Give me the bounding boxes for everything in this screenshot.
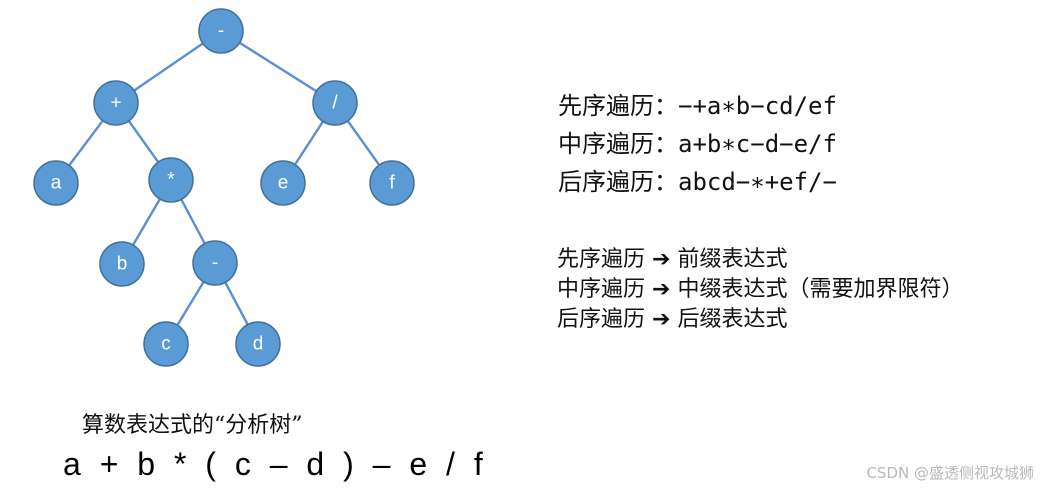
tree-node-label: / bbox=[332, 93, 338, 114]
tree-node-circle bbox=[143, 321, 189, 367]
tree-node: c bbox=[143, 321, 189, 367]
preorder-line: 先序遍历：−+a∗b−cd/ef bbox=[558, 86, 837, 121]
inorder-line: 中序遍历：a+b∗c−d−e/f bbox=[558, 124, 837, 159]
tree-node-circle bbox=[99, 241, 145, 287]
tree-node-label: d bbox=[253, 334, 264, 355]
tree-node-label: + bbox=[110, 93, 121, 114]
tree-node-circle bbox=[260, 160, 306, 206]
tree-edges bbox=[55, 29, 393, 345]
mapping-preorder-to: 前缀表达式 bbox=[677, 247, 788, 272]
arrow-right-icon: ➔ bbox=[652, 277, 671, 302]
tree-node: / bbox=[312, 80, 358, 126]
arithmetic-expression: a + b * ( c – d ) – e / f bbox=[63, 446, 487, 482]
inorder-value: a+b∗c−d−e/f bbox=[678, 130, 837, 158]
tree-node: - bbox=[198, 8, 244, 54]
arrow-right-icon: ➔ bbox=[652, 307, 671, 332]
tree-node: e bbox=[260, 160, 306, 206]
mapping-postorder: 后序遍历 ➔ 后缀表达式 bbox=[557, 301, 787, 333]
preorder-value: −+a∗b−cd/ef bbox=[678, 92, 837, 120]
mapping-postorder-from: 后序遍历 bbox=[557, 307, 646, 332]
tree-node-circle bbox=[369, 160, 415, 206]
tree-node-label: a bbox=[51, 173, 62, 194]
tree-node: + bbox=[93, 80, 139, 126]
mapping-postorder-to: 后缀表达式 bbox=[677, 307, 788, 332]
tree-node-label: * bbox=[167, 170, 175, 191]
mapping-inorder: 中序遍历 ➔ 中缀表达式（需要加界限符） bbox=[557, 271, 963, 303]
mapping-inorder-from: 中序遍历 bbox=[557, 277, 646, 302]
tree-node: a bbox=[33, 160, 79, 206]
postorder-line: 后序遍历：abcd−∗+ef/− bbox=[558, 162, 837, 197]
tree-node-label: - bbox=[218, 21, 224, 42]
tree-nodes: - + / a * e f b - c d bbox=[33, 8, 415, 367]
tree-node-label: e bbox=[278, 173, 289, 194]
tree-node: * bbox=[148, 157, 194, 203]
arrow-right-icon: ➔ bbox=[652, 247, 671, 272]
tree-node-circle bbox=[93, 80, 139, 126]
tree-node-circle bbox=[198, 8, 244, 54]
tree-node-circle bbox=[192, 240, 238, 286]
tree-node: f bbox=[369, 160, 415, 206]
postorder-value: abcd−∗+ef/− bbox=[678, 168, 837, 196]
tree-node-label: - bbox=[212, 253, 218, 274]
tree-node-label: c bbox=[161, 334, 171, 355]
postorder-label: 后序遍历： bbox=[558, 168, 678, 196]
tree-node: d bbox=[235, 321, 281, 367]
tree-node-circle bbox=[312, 80, 358, 126]
tree-node-circle bbox=[33, 160, 79, 206]
mapping-preorder-from: 先序遍历 bbox=[557, 247, 646, 272]
tree-node-circle bbox=[235, 321, 281, 367]
preorder-label: 先序遍历： bbox=[558, 92, 678, 120]
tree-node: b bbox=[99, 241, 145, 287]
expression-tree: - + / a * e f b - c d bbox=[33, 8, 415, 367]
tree-node-label: f bbox=[389, 173, 395, 194]
inorder-label: 中序遍历： bbox=[558, 130, 678, 158]
mapping-inorder-to: 中缀表达式（需要加界限符） bbox=[677, 277, 964, 302]
tree-caption: 算数表达式的“分析树” bbox=[82, 413, 303, 438]
tree-node-label: b bbox=[117, 254, 128, 275]
tree-node-circle bbox=[148, 157, 194, 203]
mapping-preorder: 先序遍历 ➔ 前缀表达式 bbox=[557, 241, 787, 273]
watermark: CSDN @盛透侧视攻城狮 bbox=[866, 464, 1034, 482]
tree-node: - bbox=[192, 240, 238, 286]
